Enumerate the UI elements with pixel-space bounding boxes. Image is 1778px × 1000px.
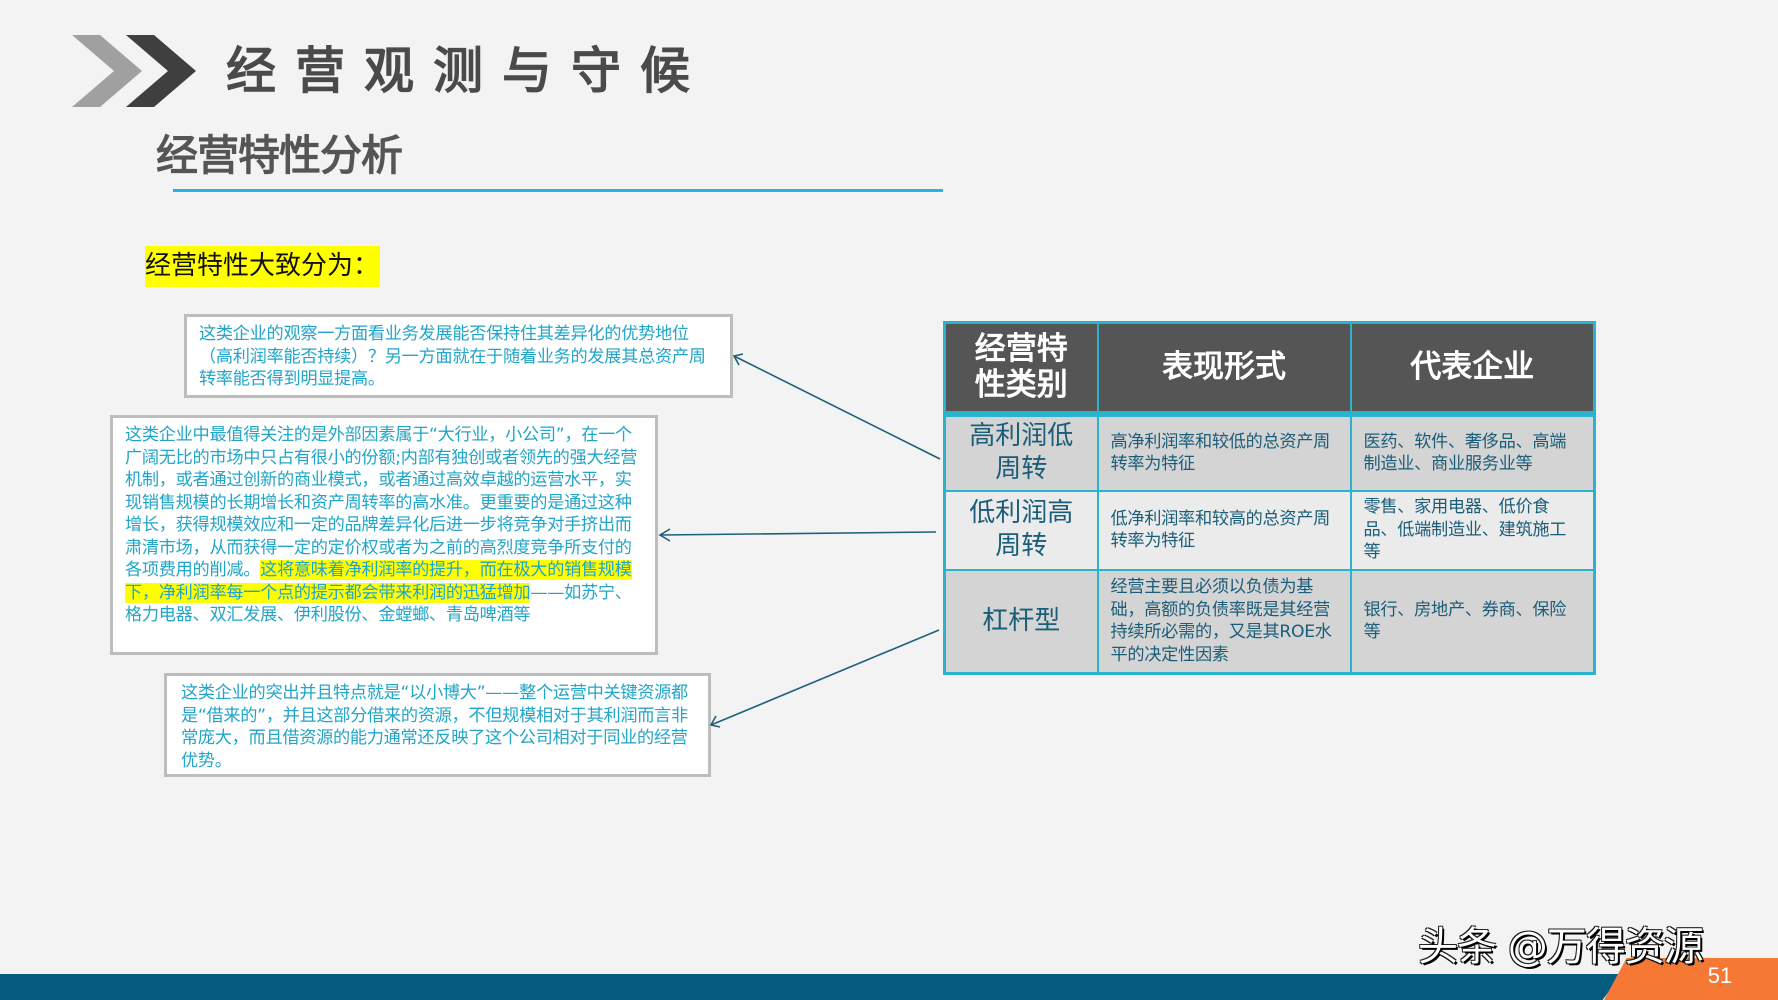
header-companies: 代表企业 xyxy=(1349,321,1596,417)
category-cell: 高利润低周转 xyxy=(943,412,1099,492)
note-text: 这类企业的突出并且特点就是“以小博大”——整个运营中关键资源都是“借来的”，并且… xyxy=(181,683,688,771)
section-subtitle: 经营特性分析 xyxy=(156,131,403,180)
watermark: 头条 @万得资源 xyxy=(1418,924,1704,970)
table-header-row: 经营特性类别 表现形式 代表企业 xyxy=(943,321,1596,417)
chevron-light-icon xyxy=(72,35,142,107)
companies-cell: 银行、房地产、券商、保险等 xyxy=(1349,568,1596,675)
companies-cell: 零售、家用电器、低价食品、低端制造业、建筑施工等 xyxy=(1349,489,1596,571)
table-row: 低利润高周转 低净利润率和较高的总资产周转率为特征 零售、家用电器、低价食品、低… xyxy=(943,489,1596,571)
note-text: 这类企业的观察一方面看业务发展能否保持住其差异化的优势地位（高利润率能否持续）？… xyxy=(199,324,706,389)
category-cell: 杠杆型 xyxy=(943,568,1099,675)
arrow-line-1 xyxy=(733,355,941,460)
note-leverage: 这类企业的突出并且特点就是“以小博大”——整个运营中关键资源都是“借来的”，并且… xyxy=(164,673,711,777)
chevron-dark-icon xyxy=(126,35,196,107)
footer-accent xyxy=(1604,958,1778,1000)
note-text: 这类企业中最值得关注的是外部因素属于“大行业，小公司”，在一个广阔无比的市场中只… xyxy=(125,425,638,580)
note-text-tail: ——如苏宁、格力电器、双汇发展、伊利股份、金螳螂、青岛啤酒等 xyxy=(125,582,632,626)
subtitle-underline xyxy=(173,189,943,192)
arrow-head-icon xyxy=(732,353,744,366)
arrow-line-3 xyxy=(710,629,940,726)
table-row: 杠杆型 经营主要且必须以负债为基础，高额的负债率既是其经营持续所必需的，又是其R… xyxy=(943,568,1596,675)
note-low-profit: 这类企业中最值得关注的是外部因素属于“大行业，小公司”，在一个广阔无比的市场中只… xyxy=(110,415,658,655)
note-high-profit: 这类企业的观察一方面看业务发展能否保持住其差异化的优势地位（高利润率能否持续）？… xyxy=(184,314,733,398)
page-number: 51 xyxy=(1707,963,1733,988)
category-cell: 低利润高周转 xyxy=(943,489,1099,571)
header-form: 表现形式 xyxy=(1096,321,1352,417)
arrow-head-icon xyxy=(709,715,721,728)
footer-bar xyxy=(0,974,1622,1000)
table-row: 高利润低周转 高净利润率和较低的总资产周转率为特征 医药、软件、奢侈品、高端制造… xyxy=(943,412,1596,492)
form-cell: 低净利润率和较高的总资产周转率为特征 xyxy=(1096,489,1352,571)
operating-characteristics-table: 经营特性类别 表现形式 代表企业 高利润低周转 高净利润率和较低的总资产周转率为… xyxy=(943,321,1596,675)
intro-label: 经营特性大致分为： xyxy=(145,246,380,287)
arrow-line-2 xyxy=(659,531,937,536)
header-category: 经营特性类别 xyxy=(943,321,1099,417)
form-cell: 高净利润率和较低的总资产周转率为特征 xyxy=(1096,412,1352,492)
companies-cell: 医药、软件、奢侈品、高端制造业、商业服务业等 xyxy=(1349,412,1596,492)
form-cell: 经营主要且必须以负债为基础，高额的负债率既是其经营持续所必需的，又是其ROE水平… xyxy=(1096,568,1352,675)
page-title: 经营观测与守候 xyxy=(226,42,709,100)
arrow-head-icon xyxy=(658,528,671,542)
